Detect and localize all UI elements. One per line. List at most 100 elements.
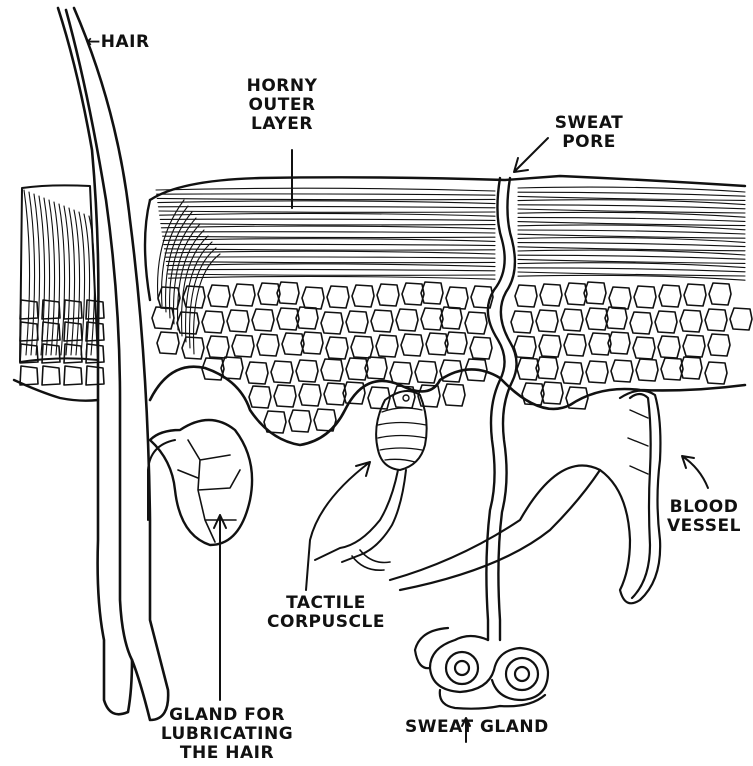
label-sweat-pore-line-2: PORE bbox=[534, 133, 644, 152]
epidermal-cell bbox=[177, 312, 199, 334]
epidermal-cell bbox=[536, 310, 558, 332]
epidermal-cell bbox=[86, 366, 104, 385]
epidermal-cell bbox=[730, 308, 752, 330]
epidermal-cell bbox=[327, 286, 349, 308]
epidermal-cell bbox=[659, 285, 681, 307]
striation-line bbox=[165, 250, 745, 255]
epidermal-cell bbox=[377, 284, 399, 306]
epidermal-cell bbox=[658, 336, 680, 358]
label-tactile-corpuscle: TACTILE CORPUSCLE bbox=[252, 594, 400, 632]
label-sweat-pore-line-1: SWEAT bbox=[534, 114, 644, 133]
epidermal-cell bbox=[274, 385, 296, 407]
striation-line bbox=[164, 247, 745, 251]
epidermal-cell bbox=[326, 337, 348, 359]
striation-line bbox=[162, 230, 745, 234]
label-horny-line-2: OUTER bbox=[222, 96, 342, 115]
epidermal-cell bbox=[227, 310, 249, 332]
epidermal-cell bbox=[561, 309, 583, 331]
striation-line bbox=[158, 205, 745, 209]
striation-line bbox=[166, 259, 745, 263]
epidermal-cell bbox=[630, 312, 652, 334]
striation-line bbox=[169, 275, 745, 280]
epidermal-cell bbox=[321, 312, 343, 334]
epidermal-cell bbox=[257, 334, 279, 356]
epidermal-cell bbox=[634, 286, 656, 308]
label-horny-line-3: LAYER bbox=[222, 115, 342, 134]
epidermal-cell bbox=[708, 334, 730, 356]
epidermal-cell bbox=[514, 336, 536, 358]
epidermal-cell bbox=[376, 335, 398, 357]
label-blood-vessel-line-1: BLOOD bbox=[656, 498, 752, 517]
striation-line bbox=[163, 234, 745, 238]
epidermal-cell bbox=[511, 311, 533, 333]
striation-line bbox=[167, 268, 745, 272]
epidermal-cell bbox=[586, 361, 608, 383]
epidermal-cell bbox=[680, 310, 702, 332]
epidermal-cell bbox=[705, 362, 727, 384]
label-sweat-gland: SWEAT GLAND bbox=[405, 718, 549, 737]
epidermal-cell bbox=[564, 334, 586, 356]
epidermal-cell bbox=[351, 336, 373, 358]
epidermal-cell bbox=[401, 334, 423, 356]
epidermal-cell bbox=[539, 335, 561, 357]
epidermal-cell bbox=[64, 366, 82, 385]
tactile-corpuscle bbox=[315, 391, 427, 570]
striation-line bbox=[156, 187, 745, 192]
epidermal-cell bbox=[352, 285, 374, 307]
epidermal-cell bbox=[296, 360, 318, 382]
label-gland-for-lubricating: GLAND FOR LUBRICATING THE HAIR bbox=[142, 706, 312, 763]
epidermal-cell bbox=[20, 366, 38, 385]
striation-line bbox=[194, 254, 220, 354]
epidermal-cell bbox=[346, 311, 368, 333]
label-horny-outer-layer: HORNY OUTER LAYER bbox=[222, 77, 342, 134]
epidermal-cell bbox=[470, 337, 492, 359]
blood-vessel bbox=[390, 391, 660, 604]
epidermal-cell bbox=[515, 285, 537, 307]
sweat-gland bbox=[415, 628, 548, 709]
label-blood-vessel-line-2: VESSEL bbox=[656, 517, 752, 536]
epidermal-cell bbox=[152, 307, 174, 329]
striation-line bbox=[166, 255, 745, 259]
striation-line bbox=[161, 225, 745, 230]
epidermal-cell bbox=[371, 310, 393, 332]
striation-line bbox=[158, 200, 745, 205]
epidermal-cell bbox=[271, 361, 293, 383]
striation-line bbox=[160, 217, 745, 221]
epidermal-cell bbox=[396, 309, 418, 331]
epidermal-cell bbox=[232, 335, 254, 357]
epidermal-cell bbox=[390, 362, 412, 384]
epidermal-cell bbox=[684, 284, 706, 306]
epidermal-cell bbox=[249, 386, 271, 408]
epidermal-cell bbox=[561, 362, 583, 384]
label-horny-line-1: HORNY bbox=[222, 77, 342, 96]
epidermal-cell bbox=[636, 359, 658, 381]
sweat-duct bbox=[486, 178, 516, 640]
label-tactile-line-2: CORPUSCLE bbox=[252, 613, 400, 632]
epidermal-cell bbox=[208, 285, 230, 307]
label-hair: ←HAIR bbox=[86, 33, 150, 52]
label-tactile-line-1: TACTILE bbox=[252, 594, 400, 613]
epidermal-cell bbox=[609, 287, 631, 309]
striation-line bbox=[163, 238, 745, 243]
epidermal-cell bbox=[321, 359, 343, 381]
epidermal-cell bbox=[415, 361, 437, 383]
epidermal-cell bbox=[42, 300, 60, 319]
epidermal-cell bbox=[446, 287, 468, 309]
label-sweat-pore: SWEAT PORE bbox=[534, 114, 644, 152]
epidermal-cell bbox=[633, 337, 655, 359]
epidermal-cell bbox=[246, 362, 268, 384]
striation-line bbox=[157, 192, 745, 196]
striation-line bbox=[168, 272, 745, 276]
sebaceous-gland bbox=[148, 420, 252, 545]
epidermal-cell bbox=[465, 312, 487, 334]
striation-line bbox=[157, 196, 745, 200]
epidermal-cell bbox=[20, 322, 38, 341]
epidermal-cell bbox=[705, 309, 727, 331]
epidermal-cell bbox=[289, 410, 311, 432]
epidermal-cell bbox=[299, 384, 321, 406]
striation-line bbox=[161, 222, 745, 226]
striation-line bbox=[159, 209, 745, 213]
epidermal-cell bbox=[42, 366, 60, 385]
epidermal-cell bbox=[233, 284, 255, 306]
epidermal-cell bbox=[683, 335, 705, 357]
